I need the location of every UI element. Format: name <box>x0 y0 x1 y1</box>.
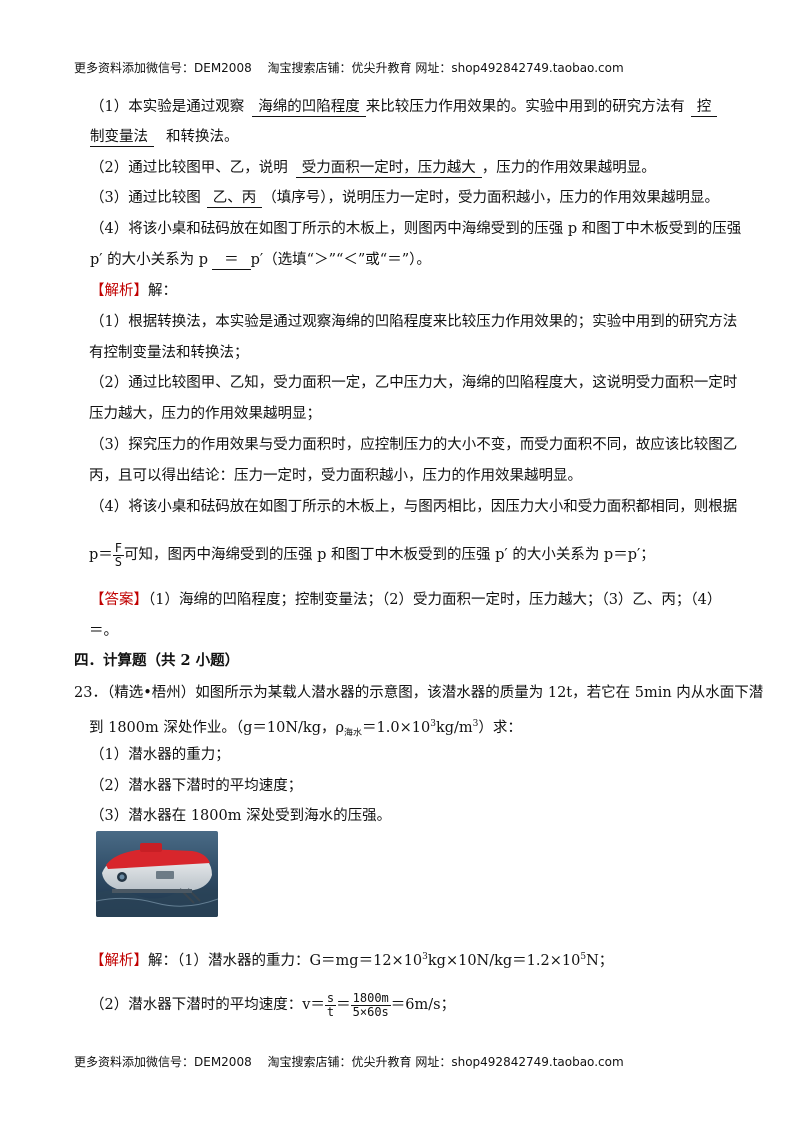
q4-line-1: （4）将该小桌和砝码放在如图丁所示的木板上，则图丙中海绵受到的压强 p 和图丁中… <box>90 221 742 237</box>
submersible-photo <box>96 831 218 917</box>
analysis-1-p3b: 丙，且可以得出结论：压力一定时，受力面积越小，压力的作用效果越明显。 <box>89 468 582 484</box>
analysis-1-p1b: 有控制变量法和转换法； <box>89 345 249 361</box>
q1-line-2: 制变量法和转换法。 <box>90 128 239 147</box>
page-footer: 更多资料添加微信号：DEM2008 淘宝搜索店铺：优尖升教育 网址：shop49… <box>74 1055 624 1069</box>
q4-blank: ＝ <box>212 251 251 270</box>
analysis-1-p2b: 压力越大，压力的作用效果越明显； <box>89 406 321 422</box>
q2-line: （2）通过比较图甲、乙，说明受力面积一定时，压力越大，压力的作用效果越明显。 <box>90 159 656 178</box>
q23-sub-1: （1）潜水器的重力； <box>90 747 230 763</box>
answer-tag: 【答案】 <box>90 592 148 608</box>
q23-sub-3: （3）潜水器在 1800m 深处受到海水的压强。 <box>90 808 392 824</box>
analysis-tag-2: 【解析】 <box>90 952 148 969</box>
page-header: 更多资料添加微信号：DEM2008 淘宝搜索店铺：优尖升教育 网址：shop49… <box>74 61 624 75</box>
analysis-1-p1a: （1）根据转换法，本实验是通过观察海绵的凹陷程度来比较压力作用效果的；实验中用到… <box>90 314 738 330</box>
q23-sub-2: （2）潜水器下潜时的平均速度； <box>90 778 303 794</box>
q1-blank-2b: 制变量法 <box>90 128 154 147</box>
q2-blank: 受力面积一定时，压力越大 <box>295 159 482 178</box>
section-title: 四．计算题（共 2 小题） <box>74 652 240 669</box>
analysis-1-header: 【解析】解： <box>90 283 177 299</box>
q4-line-2: p′ 的大小关系为 p＝p′（选填“＞”“＜”或“＝”）。 <box>90 251 431 270</box>
answer-1-line-2: ＝。 <box>89 623 118 639</box>
analysis-2-line-1: 【解析】解：（1）潜水器的重力：G＝mg＝12×103kg×10N/kg＝1.2… <box>90 952 614 969</box>
q23-line-2: 到 1800m 深处作业。（g＝10N/kg，ρ海水＝1.0×103kg/m3）… <box>89 719 522 739</box>
q23-line-1: 23．（精选•梧州）如图所示为某载人潜水器的示意图，该潜水器的质量为 12t，若… <box>74 685 764 701</box>
q1-blank-2a: 控 <box>690 98 718 117</box>
analysis-1-p4a: （4）将该小桌和砝码放在如图丁所示的木板上，与图丙相比，因压力大小和受力面积都相… <box>90 499 738 515</box>
q3-line: （3）通过比较图乙、丙（填序号），说明压力一定时，受力面积越小，压力的作用效果越… <box>90 189 719 208</box>
answer-1-line-1: 【答案】（1）海绵的凹陷程度；控制变量法；（2）受力面积一定时，压力越大；（3）… <box>90 592 722 608</box>
q3-blank: 乙、丙 <box>206 189 263 208</box>
analysis-1-p3a: （3）探究压力的作用效果与受力面积时，应控制压力的大小不变，而受力面积不同，故应… <box>90 437 738 453</box>
analysis-1-p2a: （2）通过比较图甲、乙知，受力面积一定，乙中压力大，海绵的凹陷程度大，这说明受力… <box>90 375 738 391</box>
q1-blank-1: 海绵的凹陷程度 <box>252 98 366 117</box>
q1-line-1: （1）本实验是通过观察海绵的凹陷程度来比较压力作用效果的。实验中用到的研究方法有… <box>90 97 718 117</box>
analysis-tag: 【解析】 <box>90 283 148 299</box>
